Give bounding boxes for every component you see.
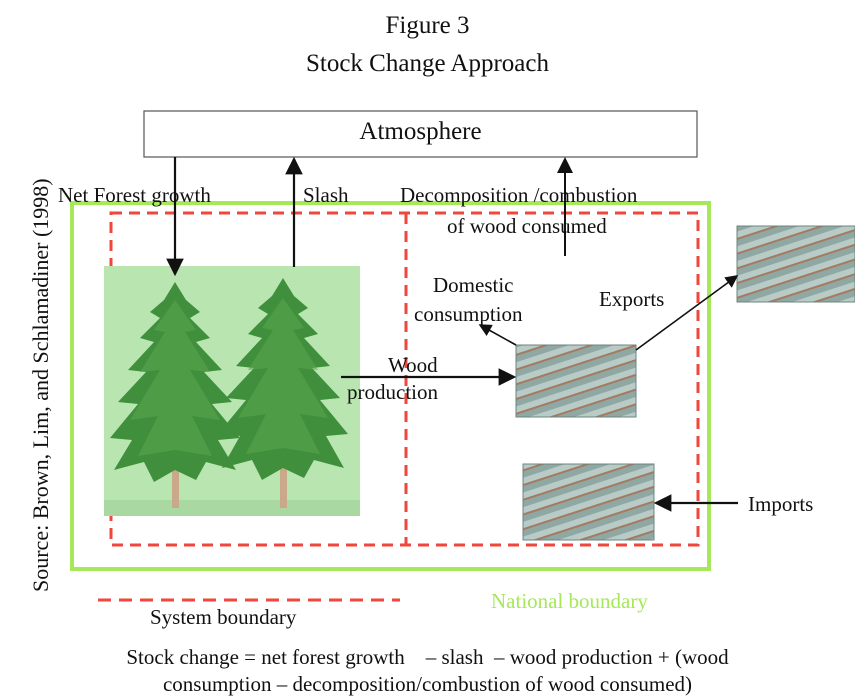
arrow-exports (635, 275, 739, 351)
equation-line-2: consumption – decomposition/combustion o… (162, 672, 693, 696)
national-boundary-rect (70, 201, 711, 571)
label-imports: Imports (748, 492, 814, 516)
label-decomposition-2: of wood consumed (447, 214, 607, 238)
atmosphere-label: Atmosphere (359, 118, 482, 145)
label-decomposition-1: Decomposition /combustion (400, 183, 638, 207)
arrow-domestic-consumption (478, 324, 517, 346)
figure-title: Stock Change Approach (305, 50, 549, 77)
label-wood-1: Wood (388, 353, 438, 377)
atmosphere-box (143, 110, 698, 158)
logs-exports (736, 225, 855, 303)
source-citation: Source: Brown, Lim, and Schlamadiner (19… (28, 178, 53, 592)
label-domestic-1: Domestic (433, 273, 514, 297)
tree-right (218, 278, 348, 508)
label-wood-2: production (347, 380, 438, 404)
tree-left (110, 282, 240, 508)
label-exports: Exports (599, 287, 665, 311)
logs-imports (522, 463, 655, 541)
label-domestic-2: consumption (414, 302, 523, 326)
figure-number: Figure 3 (385, 12, 470, 39)
label-net-forest-growth: Net Forest growth (58, 183, 211, 207)
logs-wood-production (515, 344, 637, 418)
equation-line-1: Stock change = net forest growth – slash… (126, 645, 729, 669)
label-slash: Slash (303, 183, 349, 207)
legend-system-boundary: System boundary (150, 605, 297, 629)
legend-national-boundary: National boundary (491, 589, 648, 613)
